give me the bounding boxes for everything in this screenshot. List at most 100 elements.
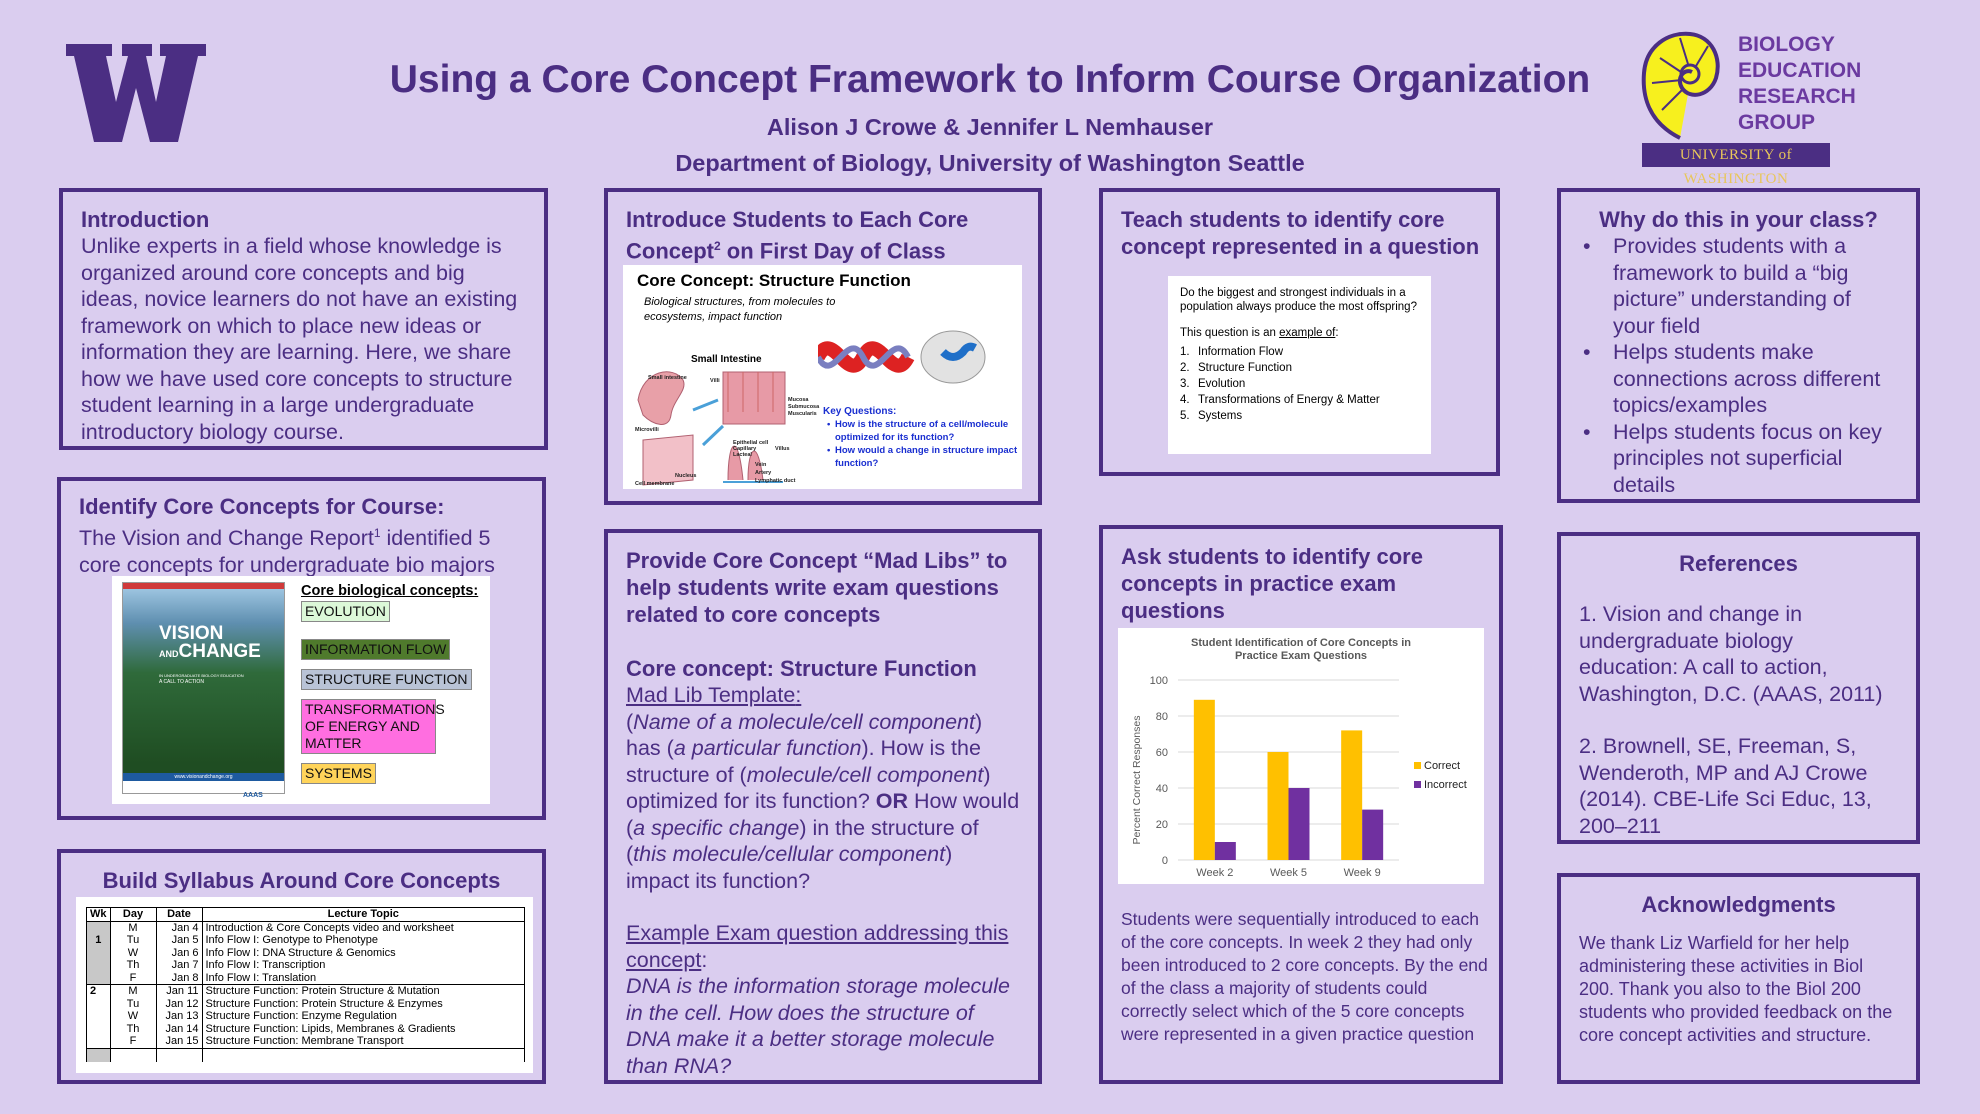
prompt-text: example of bbox=[1279, 327, 1336, 339]
prompt-text: This question is an bbox=[1180, 327, 1280, 339]
option-number: 2. bbox=[1180, 362, 1190, 374]
concept-box: STRUCTURE FUNCTION bbox=[301, 669, 472, 690]
reference-item: 2. Brownell, SE, Freeman, S, Wenderoth, … bbox=[1579, 734, 1872, 838]
small-intestine-diagram bbox=[637, 371, 786, 486]
bar-correct-week-2 bbox=[1193, 699, 1215, 860]
chart-title: Student Identification of Core Concepts … bbox=[1191, 637, 1411, 649]
table-row bbox=[86, 1047, 525, 1062]
footnote-2: 2 bbox=[714, 239, 721, 253]
introduction-title: Introduction bbox=[81, 207, 210, 232]
why-bullet: Helps students focus on key principles n… bbox=[1579, 419, 1898, 499]
bar-incorrect-week-5 bbox=[1288, 788, 1310, 860]
answer-option: 2.Structure Function bbox=[1180, 360, 1419, 376]
reference-item: 1. Vision and change in undergraduate bi… bbox=[1579, 602, 1883, 706]
day-cell: Tu bbox=[109, 997, 157, 1010]
why-panel: Why do this in your class? Provides stud… bbox=[1557, 188, 1920, 503]
why-bullet: Provides students with a framework to bu… bbox=[1579, 233, 1898, 339]
bar-correct-week-5 bbox=[1267, 752, 1289, 860]
x-tick-label: Week 5 bbox=[1270, 867, 1307, 879]
date-cell: Jan 15 bbox=[155, 1035, 203, 1048]
uw-banner: UNIVERSITY of WASHINGTON bbox=[1642, 143, 1830, 187]
day-cell: W bbox=[109, 946, 157, 959]
diagram-label: Artery bbox=[755, 470, 772, 476]
bar-incorrect-week-9 bbox=[1362, 809, 1384, 860]
slide-heading: Core Concept: Structure Function bbox=[637, 271, 911, 290]
teach-panel: Teach students to identify core concept … bbox=[1099, 188, 1500, 476]
col-header: Wk bbox=[86, 907, 111, 922]
introduction-panel: Introduction Unlike experts in a field w… bbox=[59, 188, 548, 450]
topic-cell: Info Flow I: Genotype to Phenotype bbox=[201, 934, 525, 947]
madlib-blank: a specific change bbox=[633, 815, 800, 840]
week-cell: 1 bbox=[86, 934, 111, 947]
authors: Alison J Crowe & Jennifer L Nemhauser bbox=[766, 114, 1214, 140]
cover-url: www.visionandchange.org bbox=[174, 774, 233, 780]
title-text: on First Day of Class bbox=[720, 238, 946, 264]
x-tick-label: Week 2 bbox=[1196, 867, 1233, 879]
week-cell bbox=[86, 1035, 111, 1048]
y-tick-label: 80 bbox=[1156, 711, 1168, 723]
madlib-blank: this molecule/cellular component bbox=[633, 842, 946, 866]
diagram-label: Villus bbox=[775, 446, 790, 452]
logo-line: RESEARCH bbox=[1738, 85, 1856, 108]
concept-box: EVOLUTION bbox=[301, 601, 390, 622]
week-cell bbox=[86, 1010, 111, 1023]
syllabus-panel: Build Syllabus Around Core Concepts Wk D… bbox=[57, 849, 546, 1084]
why-title: Why do this in your class? bbox=[1599, 207, 1878, 232]
template-label-text: Mad Lib Template bbox=[626, 683, 796, 707]
cover-title: CHANGE bbox=[178, 641, 261, 662]
ask-title: Ask students to identify core concepts i… bbox=[1121, 544, 1423, 623]
nautilus-shell-icon bbox=[1641, 31, 1720, 140]
day-cell: Th bbox=[109, 1022, 157, 1035]
key-question: How is the structure of a cell/molecule … bbox=[823, 418, 1018, 444]
topic-cell: Info Flow I: Translation bbox=[201, 971, 525, 985]
introduction-body: Unlike experts in a field whose knowledg… bbox=[81, 234, 518, 444]
legend-swatch bbox=[1414, 781, 1421, 788]
answer-option: 5.Systems bbox=[1180, 408, 1419, 424]
slide-subtitle: Biological structures, from molecules to… bbox=[644, 296, 836, 323]
introduce-panel: Introduce Students to Each Core Concept2… bbox=[604, 188, 1042, 505]
teach-title: Teach students to identify core concept … bbox=[1121, 207, 1480, 259]
concept-list: EVOLUTION INFORMATION FLOW STRUCTURE FUNCT… bbox=[301, 601, 472, 793]
date-cell: Jan 13 bbox=[155, 1010, 203, 1023]
poster-title: Using a Core Concept Framework to Inform… bbox=[389, 58, 1591, 101]
acknowledgments-title: Acknowledgments bbox=[1641, 892, 1836, 917]
footnote-1: 1 bbox=[373, 526, 381, 540]
week-cell bbox=[86, 971, 111, 985]
teach-question-card: Do the biggest and strongest individuals… bbox=[1168, 276, 1431, 454]
question-prompt: This question is an example of: bbox=[1180, 326, 1419, 340]
template-label: Mad Lib Template: bbox=[626, 683, 802, 707]
diagram-label: Submucosa bbox=[788, 404, 820, 410]
introduce-title: Introduce Students to Each Core Concept2… bbox=[626, 206, 1020, 264]
concept-box: INFORMATION FLOW bbox=[301, 639, 451, 660]
references-panel: References 1. Vision and change in under… bbox=[1557, 532, 1920, 844]
acknowledgments-body: We thank Liz Warfield for her help admin… bbox=[1579, 933, 1893, 1045]
diagram-title: Small Intestine bbox=[691, 354, 762, 365]
y-axis-label: Percent Correct Responses bbox=[1131, 716, 1143, 845]
diagram-label: Cell membrane bbox=[635, 481, 675, 487]
example-label-text: Example Exam question addressing this co… bbox=[626, 921, 1009, 972]
week-cell bbox=[86, 1022, 111, 1035]
concept-box: TRANSFORMATIONS OF ENERGY AND MATTER bbox=[301, 699, 445, 754]
key-questions-heading: Key Questions: bbox=[823, 406, 897, 417]
option-number: 5. bbox=[1180, 410, 1190, 422]
example-question: DNA is the information storage molecule … bbox=[626, 974, 1010, 1078]
diagram-label: Lacteal bbox=[733, 452, 752, 458]
cover-publisher: AAAS bbox=[243, 792, 263, 799]
answer-option: 4.Transformations of Energy & Matter bbox=[1180, 392, 1419, 408]
madlibs-concept: Core concept: Structure Function bbox=[626, 656, 977, 681]
day-cell: Th bbox=[109, 959, 157, 972]
core-concept-bar-chart: Student Identification of Core Concepts … bbox=[1131, 637, 1467, 879]
identify-panel: Identify Core Concepts for Course: The V… bbox=[57, 477, 546, 820]
diagram-label: Villi bbox=[710, 378, 720, 384]
chart-card: Student Identification of Core Concepts … bbox=[1118, 628, 1484, 884]
bar-correct-week-9 bbox=[1341, 730, 1363, 860]
diagram-label: Mucosa bbox=[788, 397, 809, 403]
